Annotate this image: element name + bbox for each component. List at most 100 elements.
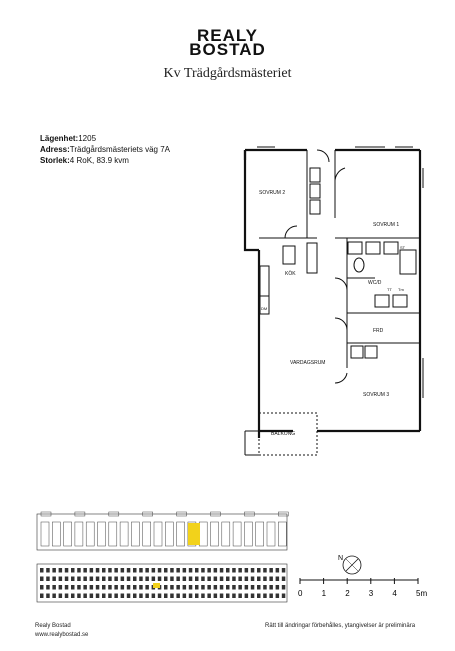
facade-window <box>213 585 218 590</box>
facade-window <box>195 576 199 581</box>
scale-tick-label: 5m <box>416 589 427 598</box>
facade-window <box>40 585 44 590</box>
footer-website[interactable]: www.realybostad.se <box>35 632 89 638</box>
apartment-size: Storlek:4 RoK, 83.9 kvm <box>40 155 129 166</box>
facade-window <box>126 585 131 590</box>
scale-tick-label: 0 <box>298 589 303 598</box>
facade-window <box>64 576 69 581</box>
facade-window <box>46 593 50 598</box>
facade-window <box>157 593 162 598</box>
facade-window <box>58 593 63 598</box>
facade-window <box>250 585 255 590</box>
facade-window <box>188 593 193 598</box>
elevation-roof-element <box>244 511 255 517</box>
facade-window <box>52 585 56 590</box>
facade-window <box>232 585 236 590</box>
facade-window <box>170 576 174 581</box>
facade-window <box>120 585 125 590</box>
elevation-column <box>142 521 151 547</box>
facade-window <box>151 576 156 581</box>
facade-window <box>126 568 131 573</box>
facade-window <box>40 568 44 573</box>
facade-window <box>120 576 125 581</box>
brand-logo-line1: REALY <box>196 26 259 45</box>
facade-window <box>244 576 249 581</box>
facade-window <box>71 576 75 581</box>
elevation-roof-element <box>40 511 52 517</box>
elevation-column <box>153 521 163 547</box>
facade-window <box>263 593 267 598</box>
elevation-column <box>176 521 185 547</box>
elevation-column <box>266 521 276 547</box>
facade-window <box>64 568 69 573</box>
facade-window <box>269 576 273 581</box>
facade-window <box>207 593 211 598</box>
elevation-roof-element <box>142 511 153 517</box>
facade-window <box>83 593 87 598</box>
project-name: Kv Trädgårdsmästeriet <box>163 66 292 81</box>
facade-window <box>263 576 267 581</box>
facade-window <box>108 585 112 590</box>
apartment-number: Lägenhet:1205 <box>40 133 96 144</box>
facade-window <box>157 576 162 581</box>
facade-window <box>263 568 267 573</box>
fixture-label-st: ST <box>400 245 406 250</box>
facade-window <box>89 576 94 581</box>
facade-window <box>219 593 224 598</box>
facade-window <box>77 576 81 581</box>
facade-window <box>83 568 87 573</box>
facade-window <box>145 593 149 598</box>
facade-window <box>176 593 180 598</box>
facade-window <box>71 568 75 573</box>
facade-window <box>164 585 168 590</box>
facade-window <box>64 593 69 598</box>
facade-window <box>182 593 187 598</box>
facade-window <box>213 593 218 598</box>
facade-window <box>201 568 205 573</box>
facade-window <box>269 568 273 573</box>
facade-window <box>188 585 193 590</box>
brand-logo-line2: BOSTAD <box>189 40 266 59</box>
apartment-size-label: Storlek: <box>40 156 70 165</box>
facade-window <box>257 593 261 598</box>
facade-window <box>77 593 81 598</box>
facade-window <box>58 576 63 581</box>
facade-window <box>219 585 224 590</box>
elevation-roof-element <box>210 511 221 517</box>
facade-window <box>102 585 106 590</box>
facade-window <box>195 585 199 590</box>
facade-window <box>120 593 125 598</box>
elevation-column <box>244 521 253 547</box>
facade-window <box>133 568 137 573</box>
facade-window <box>77 568 81 573</box>
elevation-column <box>85 521 95 547</box>
room-label-balkong: BALKONG <box>271 431 295 437</box>
facade-window <box>164 568 168 573</box>
facade-window <box>226 585 230 590</box>
room-label-sovrum2: SOVRUM 2 <box>259 190 285 196</box>
facade-window <box>126 576 131 581</box>
facade-window <box>139 585 143 590</box>
facade-window <box>108 576 112 581</box>
facade-window <box>238 585 242 590</box>
highlighted-apartment <box>188 523 200 545</box>
elevation-column <box>255 521 264 547</box>
facade-window <box>275 576 280 581</box>
elevation-column <box>165 521 174 547</box>
facade-window <box>219 576 224 581</box>
facade-window <box>64 585 69 590</box>
facade-window <box>226 593 230 598</box>
facade-window <box>244 568 249 573</box>
facade-window <box>89 593 94 598</box>
elevation-column <box>108 521 118 547</box>
facade-window <box>188 568 193 573</box>
fixture-label-dm: DM <box>261 306 267 311</box>
facade-window <box>176 585 180 590</box>
scale-tick-label: 2 <box>345 589 350 598</box>
floor-plan: SOVRUM 2 SOVRUM 1 KÖK WC/D FRD VARDAGSRU… <box>243 146 424 456</box>
facade-window <box>232 568 236 573</box>
facade-window <box>182 568 187 573</box>
elevation-column <box>131 521 140 547</box>
elevation-column <box>52 521 61 547</box>
elevation-column <box>210 521 219 547</box>
